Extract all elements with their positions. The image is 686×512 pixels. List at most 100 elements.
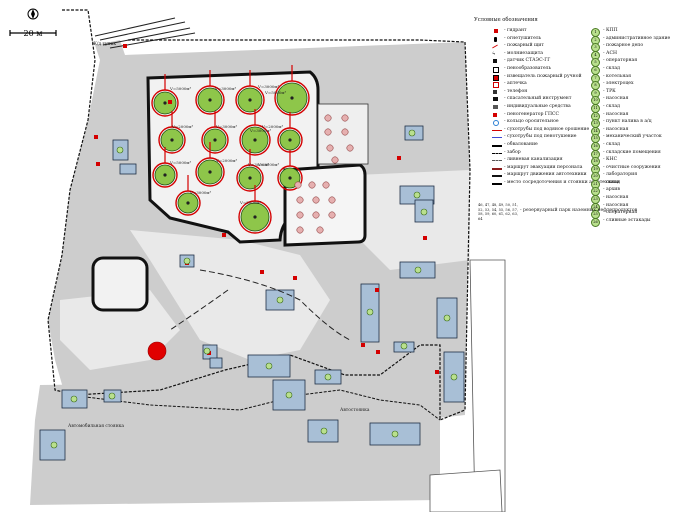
hydrant-marker — [435, 370, 439, 374]
hydrant-marker — [361, 343, 365, 347]
tank-volume-label: V=3000м³ — [258, 84, 280, 89]
hydrant-marker — [96, 162, 100, 166]
legend-item-label: - индивидуальные средства — [504, 103, 571, 109]
tool-cabinet-icon — [492, 97, 498, 102]
isolated-tank-embankment — [91, 256, 149, 312]
legend-building-item: 17- складские помещения — [591, 149, 684, 159]
small-tanks-group — [294, 114, 354, 234]
legend-building-item: 23- насосная — [591, 195, 684, 205]
tank-volume-label: V=5000м³ — [170, 160, 192, 165]
building-number-marker — [265, 362, 273, 370]
legend-item-label: - пеногенератор ГПСС — [504, 111, 559, 117]
tank — [151, 74, 179, 117]
legend-item-label: - место сосредоточения и стоянки автотех… — [504, 179, 620, 185]
sewer-icon — [492, 158, 502, 162]
legend-item-label: - сухотрубы под пенотушение — [504, 134, 577, 140]
legend-building-label: - ТРК — [603, 88, 616, 94]
building-number-marker — [420, 208, 428, 216]
foam-generator-icon — [492, 66, 499, 73]
legend-item-label: - гидрант — [504, 28, 527, 33]
legend-building-label: - пожарное депо — [603, 43, 644, 49]
fire-shield-icon — [492, 44, 498, 49]
legend-building-label: - склад — [603, 65, 620, 71]
tank — [274, 65, 310, 116]
detector-icon — [492, 59, 497, 64]
hydrant-marker — [423, 236, 427, 240]
building-number-marker — [366, 308, 374, 316]
legend-item-label: - сухотрубы под водяное орошение — [504, 126, 590, 132]
tank — [152, 147, 178, 188]
building-number-marker — [414, 266, 422, 274]
legend-building-label: - очистные сооружения — [603, 164, 661, 170]
legend-item: - гидрант — [492, 28, 596, 36]
legend: Условные обозначения - гидрант- огнетуши… — [474, 17, 684, 238]
tank-volume-label: V=3000м³ — [248, 162, 270, 167]
hydrant-marker — [168, 100, 172, 104]
legend-item-label: - забор — [504, 149, 521, 155]
small-tank — [346, 144, 354, 152]
building-number-marker — [276, 296, 284, 304]
hydrant-marker — [222, 233, 226, 237]
legend-building-item: 21- склад — [591, 179, 684, 189]
foam-ring-icon — [492, 120, 499, 127]
legend-item-label: - спасательный инструмент — [504, 96, 572, 102]
legend-building-item: 1- КПП — [591, 28, 684, 37]
legend-item: - забор — [492, 150, 596, 158]
small-tank — [296, 211, 304, 219]
north-icon — [27, 8, 39, 20]
legend-item-label: - молниезащита — [504, 50, 543, 56]
tank-volume-label: V=2000м³ — [216, 158, 238, 163]
legend-item: - обвалование — [492, 142, 596, 150]
legend-building-label: - операторная — [603, 210, 638, 216]
legend-item: - индивидуальные средства — [492, 104, 596, 112]
hydrant-marker — [376, 350, 380, 354]
tank — [277, 150, 303, 191]
legend-building-label: - КНС — [603, 157, 618, 163]
legend-building-label: - насосная — [603, 96, 629, 102]
building-number: 26 — [591, 217, 600, 227]
first-aid-icon — [492, 82, 499, 89]
legend-item-label: - огнетушитель — [504, 35, 542, 41]
legend-building-label: - насосная — [603, 195, 629, 201]
small-tank — [296, 196, 304, 204]
building — [119, 163, 137, 175]
legend-building-item: 18- КНС — [591, 157, 684, 167]
small-tank — [328, 211, 336, 219]
small-tank — [326, 144, 334, 152]
legend-item: - спасательный инструмент — [492, 96, 596, 104]
legend-item-label: - кольцо оросительное — [504, 119, 559, 125]
small-tank — [316, 226, 324, 234]
legend-item: - аптечка — [492, 81, 596, 89]
parking-label-left: Автомобильная стоянка — [68, 424, 124, 429]
tank-volume-label: V=3000м³ — [216, 124, 238, 129]
legend-building-item: 6- склад — [591, 65, 684, 75]
tank-volume-label: V=3000м³ — [190, 190, 212, 195]
legend-item: - огнетушитель — [492, 36, 596, 44]
legend-item: - пожарный щит — [492, 43, 596, 51]
legend-building-item: 3- пожарное депо — [591, 43, 684, 53]
legend-building-label: - насосная — [603, 111, 629, 117]
building-number-marker — [400, 342, 408, 350]
numbered-markers-group — [50, 129, 458, 449]
tank-volume-label: V=3000м³ — [215, 86, 237, 91]
hydrant-marker — [375, 288, 379, 292]
legend-item: - пеногенератор ГПСС — [492, 112, 596, 120]
legend-building-label: - архив — [603, 187, 620, 193]
perimeter-fence — [47, 9, 471, 421]
legend-building-label: - операторная — [603, 58, 638, 64]
legend-building-item: 9- ТРК — [591, 88, 684, 98]
legend-item-label: - маршрут движения автотехники — [504, 172, 587, 178]
hydrant-marker — [94, 135, 98, 139]
tank-volume-label: V=2000м³ — [172, 124, 194, 129]
legend-building-item: 26- сливные эстакады — [591, 217, 684, 227]
legend-item: - ливневая канализация — [492, 157, 596, 165]
tank — [195, 70, 225, 115]
hydrant-marker — [293, 276, 297, 280]
building-number-marker — [116, 146, 124, 154]
building — [209, 357, 223, 369]
legend-building-item: 2- административное здание — [591, 35, 684, 45]
vehicle-area-icon — [492, 181, 502, 185]
